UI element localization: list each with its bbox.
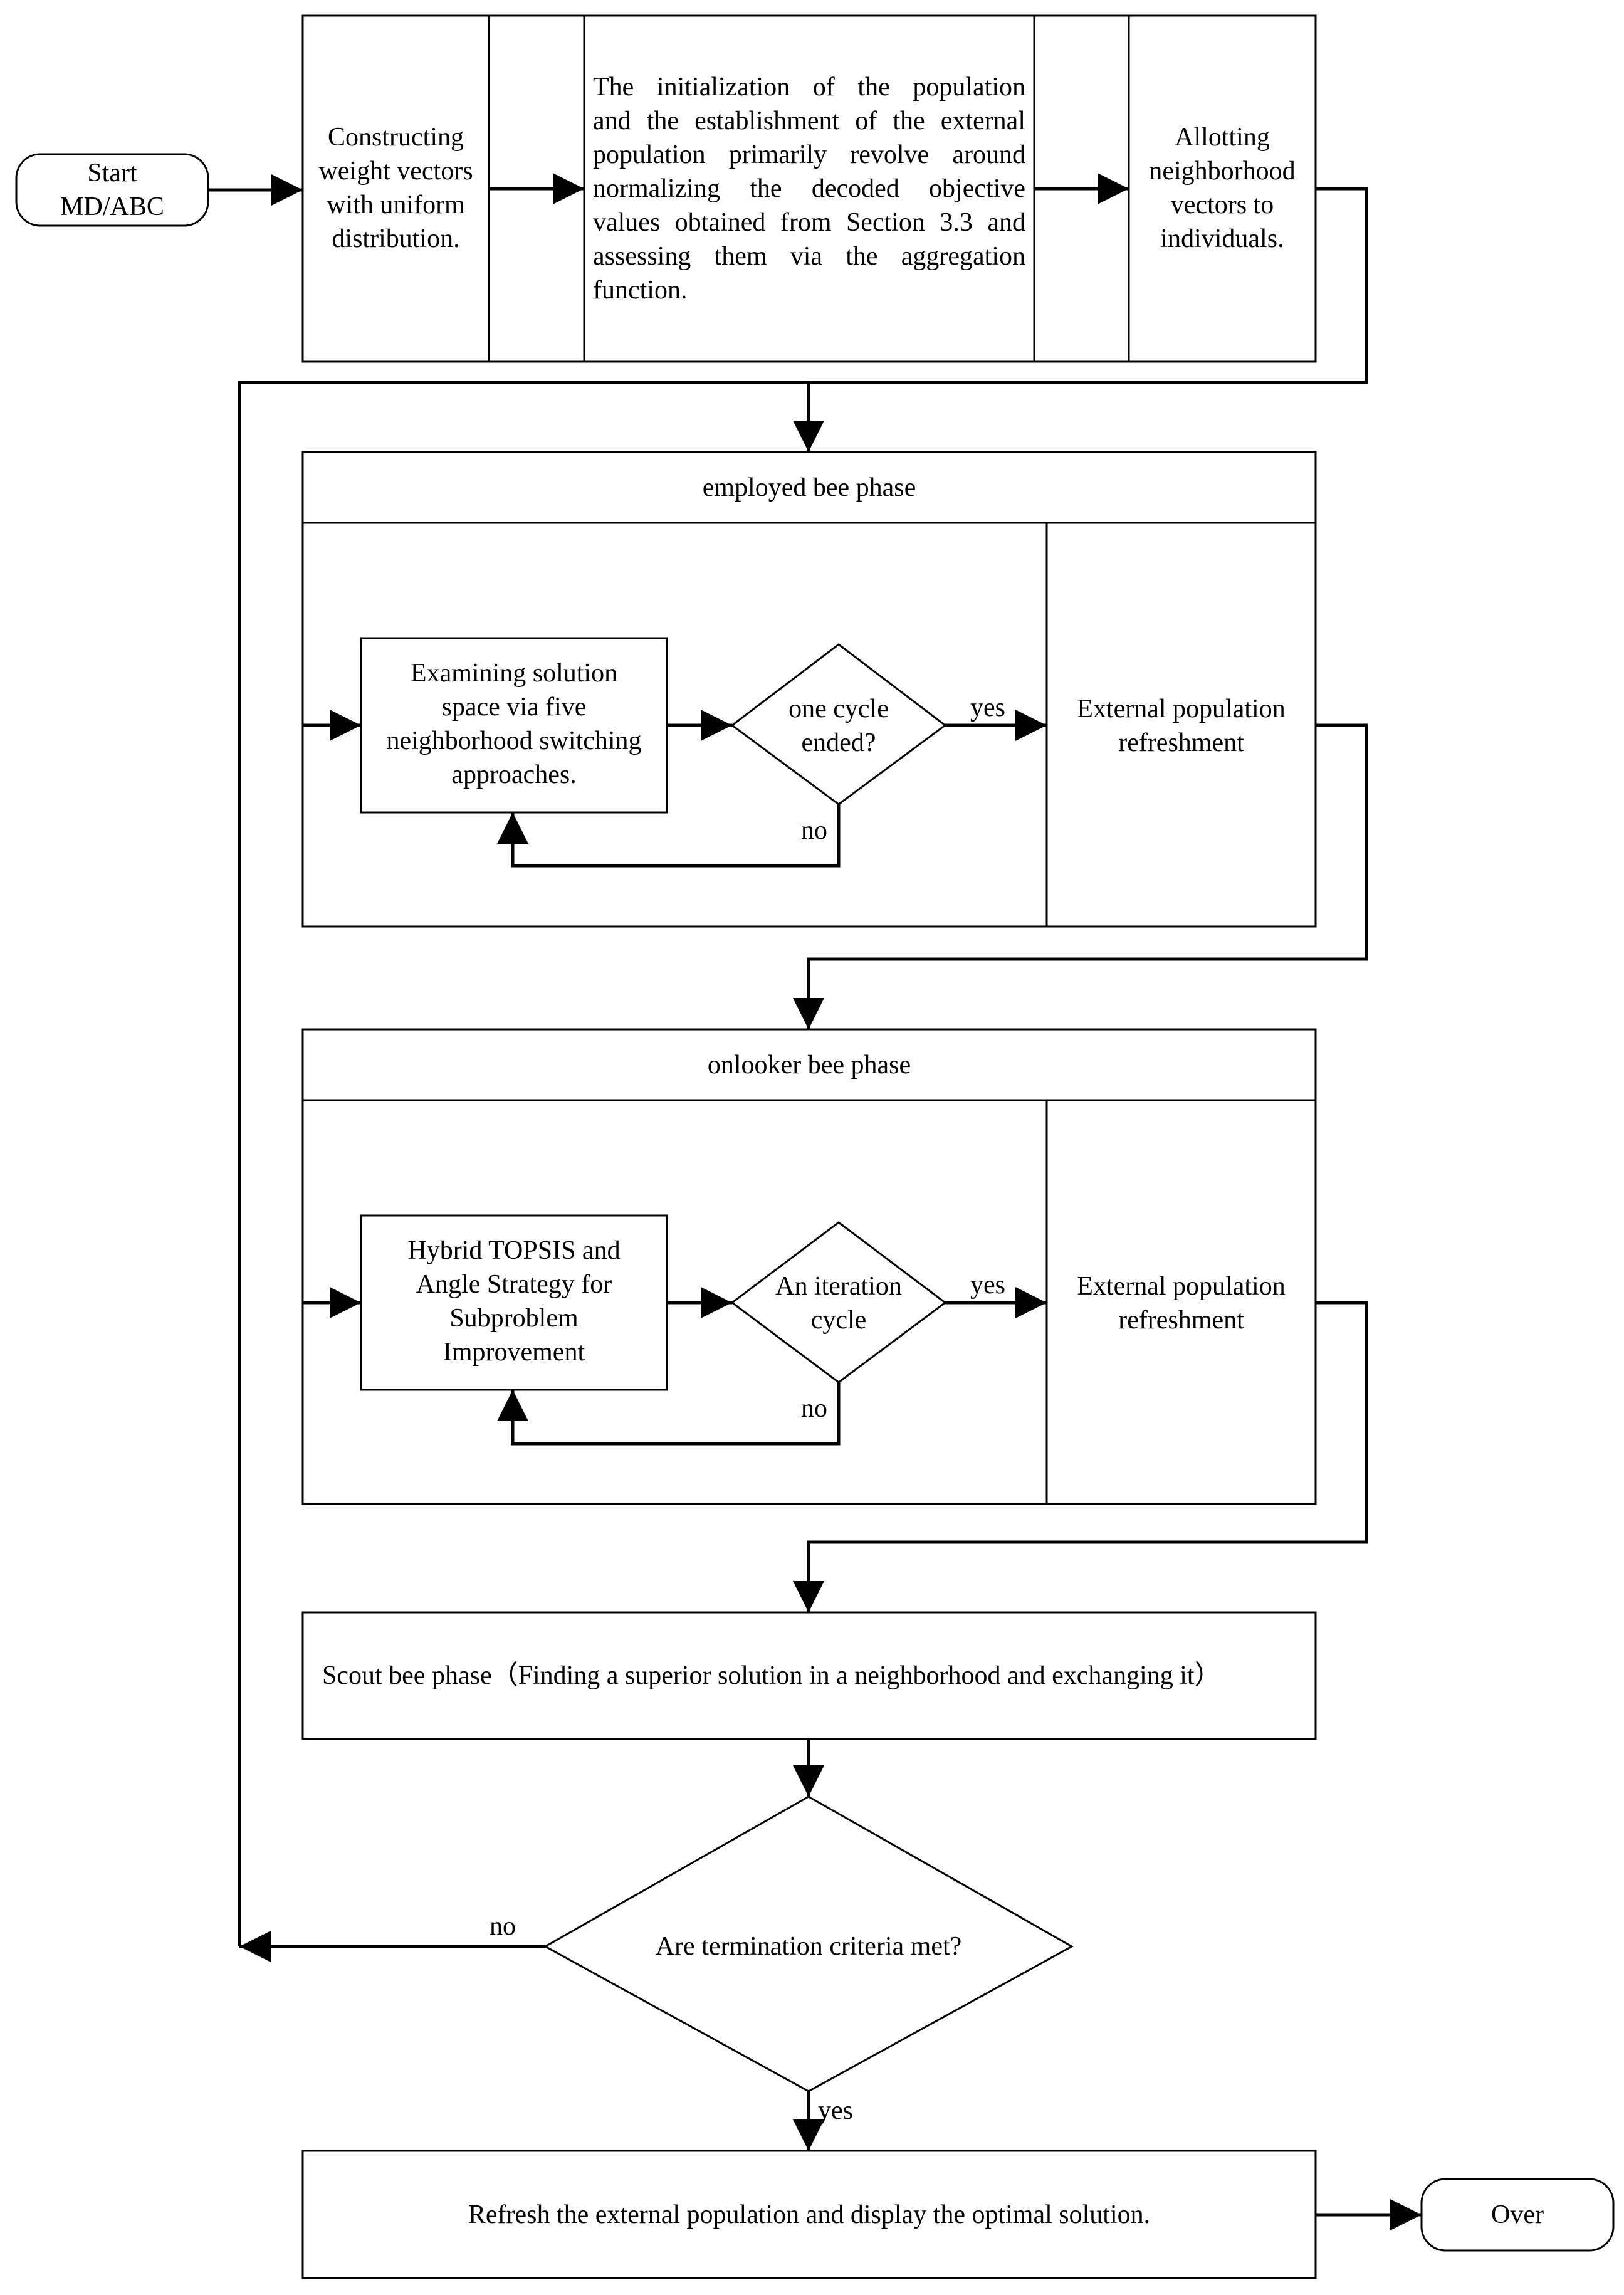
onlooker-decision-text: An iteration cycle: [732, 1269, 945, 1337]
neighbors-text: Allotting neighborhood vectors to indivi…: [1129, 120, 1316, 256]
weights-text: Constructing weight vectors with uniform…: [303, 120, 489, 256]
onlooker-decision-line-1: An iteration: [775, 1272, 902, 1301]
scout-phase-box: [301, 1611, 1317, 1740]
employed-decision-line-2: ended?: [801, 728, 876, 757]
employed-decision-text: one cycle ended?: [732, 692, 945, 760]
employed-no-label: no: [801, 816, 827, 845]
employed-decision-line-1: one cycle: [788, 695, 889, 723]
neighbors-line-4: individuals.: [1160, 224, 1284, 253]
termination-question: Are termination criteria met?: [655, 1932, 962, 1961]
onlooker-phase-title: onlooker bee phase: [707, 1051, 911, 1079]
neighbors-line-1: Allotting: [1175, 123, 1270, 152]
scout-phase-text: Scout bee phase（Finding a superior solut…: [322, 1661, 1221, 1690]
population-line-2: and the establishment of the external: [593, 107, 1025, 135]
employed-yes-label: yes: [970, 693, 1005, 722]
employed-refresh-box: [1045, 522, 1317, 928]
connector-onlooker-to-scout: [793, 1301, 1368, 1612]
population-text: The initialization of the population and…: [593, 70, 1025, 307]
employed-process-line-4: approaches.: [451, 760, 577, 789]
arrow-termination-no-loop: [238, 381, 809, 1946]
population-line-5: values obtained from Section 3.3 and: [593, 208, 1025, 237]
end-label: Over: [1491, 2200, 1544, 2229]
population-line-6: assessing them via the aggregation: [593, 242, 1025, 271]
onlooker-yes-label: yes: [970, 1271, 1005, 1300]
employed-process-line-2: space via five: [441, 693, 587, 722]
onlooker-refresh-box: [1045, 1099, 1317, 1505]
arrow-employed-no-loop: [497, 804, 841, 868]
employed-process-line-3: neighborhood switching: [386, 727, 642, 755]
neighbors-line-2: neighborhood: [1149, 157, 1296, 186]
connector-employed-to-onlooker: [793, 723, 1368, 1029]
onlooker-refresh-line-2: refreshment: [1118, 1306, 1244, 1335]
employed-refresh-line-2: refreshment: [1118, 728, 1244, 757]
final-text: Refresh the external population and disp…: [468, 2200, 1151, 2229]
employed-phase-title: employed bee phase: [702, 473, 916, 502]
onlooker-no-label: no: [801, 1394, 827, 1423]
population-line-7: function.: [593, 276, 688, 305]
population-line-4: normalizing the decoded objective: [593, 174, 1025, 203]
population-line-3: population primarily revolve around: [593, 140, 1025, 169]
neighbors-line-3: vectors to: [1170, 191, 1274, 219]
onlooker-decision-line-2: cycle: [810, 1306, 867, 1335]
connector-init-to-employed: [793, 187, 1368, 452]
weights-line-1: Constructing: [328, 123, 464, 152]
onlooker-process-line-1: Hybrid TOPSIS and: [407, 1236, 621, 1265]
termination-yes-label: yes: [818, 2096, 853, 2125]
employed-refresh-line-1: External population: [1077, 695, 1286, 723]
onlooker-refresh-line-1: External population: [1077, 1272, 1286, 1301]
init-panel: [301, 14, 1317, 363]
start-line-1: Start: [87, 159, 137, 187]
employed-refresh-text: External population refreshment: [1047, 692, 1316, 760]
onlooker-process-text: Hybrid TOPSIS and Angle Strategy for Sub…: [361, 1234, 667, 1369]
employed-process-text: Examining solution space via five neighb…: [361, 656, 667, 792]
employed-process-line-1: Examining solution: [410, 659, 618, 688]
onlooker-process-line-3: Subproblem: [449, 1304, 579, 1333]
termination-no-label: no: [490, 1912, 516, 1941]
population-line-1: The initialization of the population: [593, 73, 1025, 102]
weights-line-2: weight vectors: [318, 157, 473, 186]
onlooker-process-line-4: Improvement: [443, 1338, 585, 1367]
weights-line-3: with uniform: [327, 191, 465, 219]
onlooker-process-box: [360, 1214, 668, 1391]
arrow-onlooker-no-loop: [497, 1382, 841, 1446]
start-label: Start MD/ABC: [16, 156, 208, 224]
onlooker-refresh-text: External population refreshment: [1047, 1269, 1316, 1337]
start-line-2: MD/ABC: [60, 192, 164, 221]
final-box: [301, 2150, 1317, 2279]
weights-line-4: distribution.: [332, 224, 460, 253]
onlooker-process-line-2: Angle Strategy for: [416, 1270, 612, 1299]
